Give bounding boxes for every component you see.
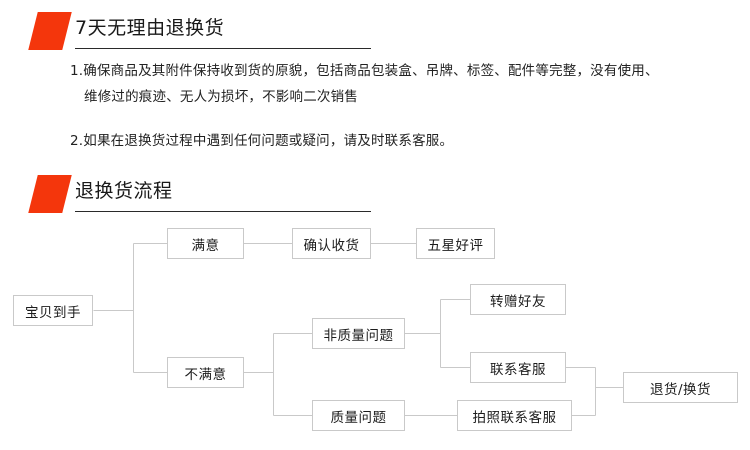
section-heading-return-flow: 退换货流程 — [0, 168, 750, 214]
heading-divider — [75, 211, 371, 212]
section-heading-seven-day: 7天无理由退换货 — [0, 5, 750, 51]
flow-node-unsatisfied[interactable]: 不满意 — [167, 357, 244, 388]
flow-node-start[interactable]: 宝贝到手 — [13, 295, 93, 326]
policy-item-2: 2.如果在退换货过程中遇到任何问题或疑问，请及时联系客服。 — [70, 133, 454, 149]
flow-node-photo-cs[interactable]: 拍照联系客服 — [457, 400, 572, 431]
policy-item-1-line-2: 维修过的痕迹、无人为损坏，不影响二次销售 — [84, 89, 358, 105]
policy-item-1-line-1: 1.确保商品及其附件保持收到货的原貌，包括商品包装盒、吊牌、标签、配件等完整，没… — [70, 63, 659, 79]
section-title: 退换货流程 — [75, 180, 173, 202]
flow-node-satisfied[interactable]: 满意 — [167, 228, 244, 259]
flow-node-return-swap[interactable]: 退货/换货 — [623, 372, 738, 403]
flow-node-gift-friend[interactable]: 转赠好友 — [470, 284, 566, 315]
policy-item-1: 1.确保商品及其附件保持收到货的原貌，包括商品包装盒、吊牌、标签、配件等完整，没… — [70, 58, 700, 110]
flow-node-confirm[interactable]: 确认收货 — [292, 228, 371, 259]
page-title: 7天无理由退换货 — [75, 17, 225, 39]
flow-node-non-quality[interactable]: 非质量问题 — [312, 318, 405, 349]
heading-divider — [75, 48, 371, 49]
flow-node-contact-cs[interactable]: 联系客服 — [470, 352, 566, 383]
flow-node-five-star[interactable]: 五星好评 — [416, 228, 495, 259]
flow-node-quality[interactable]: 质量问题 — [312, 400, 405, 431]
